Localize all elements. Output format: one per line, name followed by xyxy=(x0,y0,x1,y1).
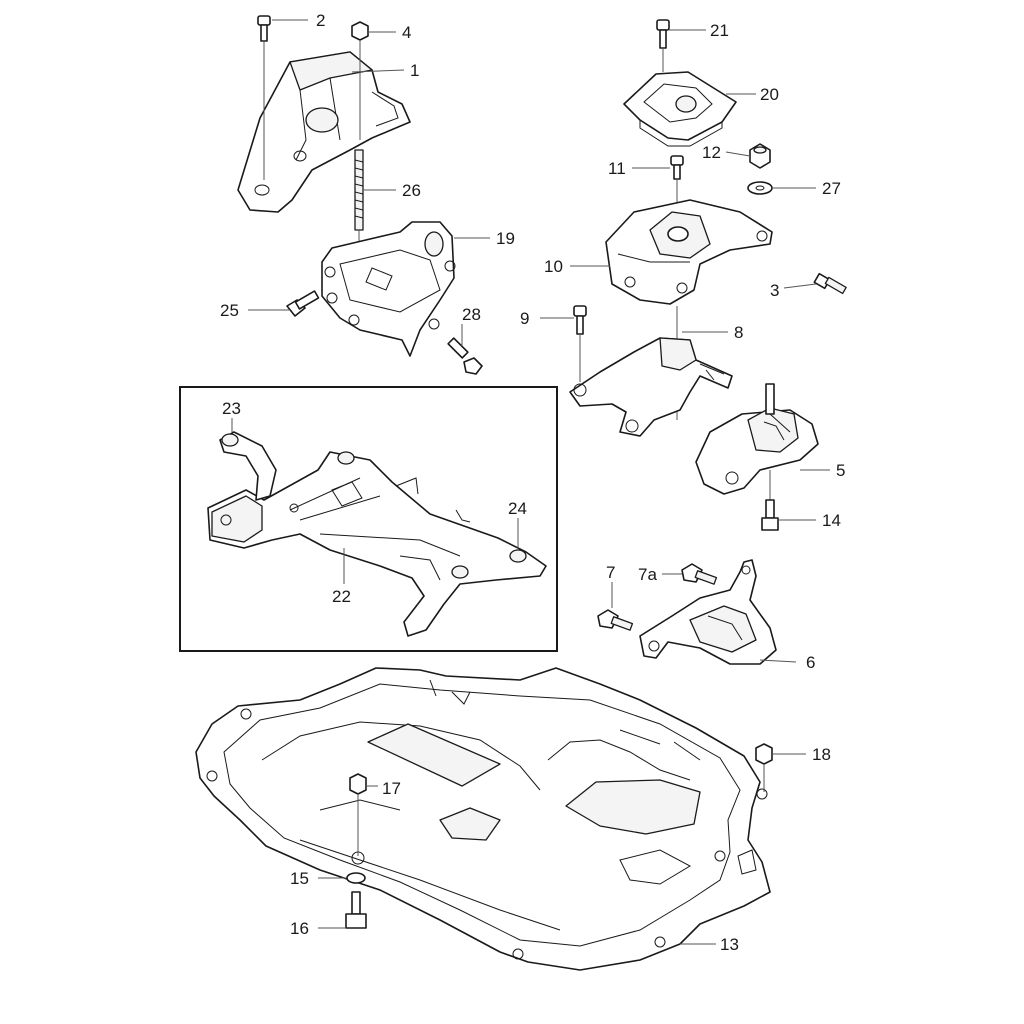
callout-7: 7 xyxy=(606,563,615,582)
callout-8: 8 xyxy=(734,323,743,342)
callout-20: 20 xyxy=(760,85,779,104)
callout-10: 10 xyxy=(544,257,563,276)
part-18-nut xyxy=(755,743,773,792)
callout-25: 25 xyxy=(220,301,239,320)
part-16-bolt xyxy=(345,891,367,929)
callout-6: 6 xyxy=(806,653,815,672)
part-7-bolt xyxy=(597,609,634,631)
callout-22: 22 xyxy=(332,587,351,606)
callout-3: 3 xyxy=(770,281,779,300)
callout-13: 13 xyxy=(720,935,739,954)
part-23-arm xyxy=(219,431,277,501)
part-4-nut xyxy=(351,21,369,140)
part-10-mount xyxy=(605,199,773,420)
callout-5: 5 xyxy=(836,461,845,480)
part-5-mount xyxy=(695,383,819,506)
callout-16: 16 xyxy=(290,919,309,938)
callout-27: 27 xyxy=(822,179,841,198)
leader-lines xyxy=(231,19,830,945)
subframe-inset-frame xyxy=(179,386,558,652)
callout-labels: 2 4 1 26 19 25 28 21 20 12 11 27 10 3 9 … xyxy=(220,11,845,954)
callout-7a: 7a xyxy=(638,565,657,584)
part-13-underbody-shield xyxy=(195,667,771,971)
callout-9: 9 xyxy=(520,309,529,328)
part-19-bracket xyxy=(321,221,456,357)
part-21-bolt xyxy=(656,19,670,72)
part-27-washer xyxy=(747,181,773,195)
callout-28: 28 xyxy=(462,305,481,324)
part-26-stud xyxy=(354,149,364,262)
part-14-bolt xyxy=(761,499,779,531)
callout-26: 26 xyxy=(402,181,421,200)
callout-11: 11 xyxy=(608,159,626,178)
callout-18: 18 xyxy=(812,745,831,764)
callout-17: 17 xyxy=(382,779,401,798)
callout-15: 15 xyxy=(290,869,309,888)
part-6-bracket xyxy=(639,559,777,665)
part-17-nut xyxy=(349,773,367,856)
part-1-engine-mount xyxy=(237,51,411,213)
part-3-stud xyxy=(813,272,847,295)
callout-24: 24 xyxy=(508,499,527,518)
callout-21: 21 xyxy=(710,21,729,40)
callout-1: 1 xyxy=(410,61,419,80)
part-2-bolt xyxy=(257,15,271,180)
callout-23: 23 xyxy=(222,399,241,418)
part-15-washer xyxy=(346,872,366,884)
part-9-bolt xyxy=(573,305,587,382)
callout-14: 14 xyxy=(822,511,841,530)
part-12-nut xyxy=(749,143,771,169)
part-7a-bolt xyxy=(681,563,718,585)
callout-4: 4 xyxy=(402,23,411,42)
callout-2: 2 xyxy=(316,11,325,30)
part-8-bracket xyxy=(569,337,733,437)
part-28-bolt xyxy=(447,337,483,375)
part-22-subframe xyxy=(207,451,547,637)
callout-12: 12 xyxy=(702,143,721,162)
callout-19: 19 xyxy=(496,229,515,248)
part-20-plate xyxy=(623,71,737,147)
part-25-bolt xyxy=(286,290,320,317)
